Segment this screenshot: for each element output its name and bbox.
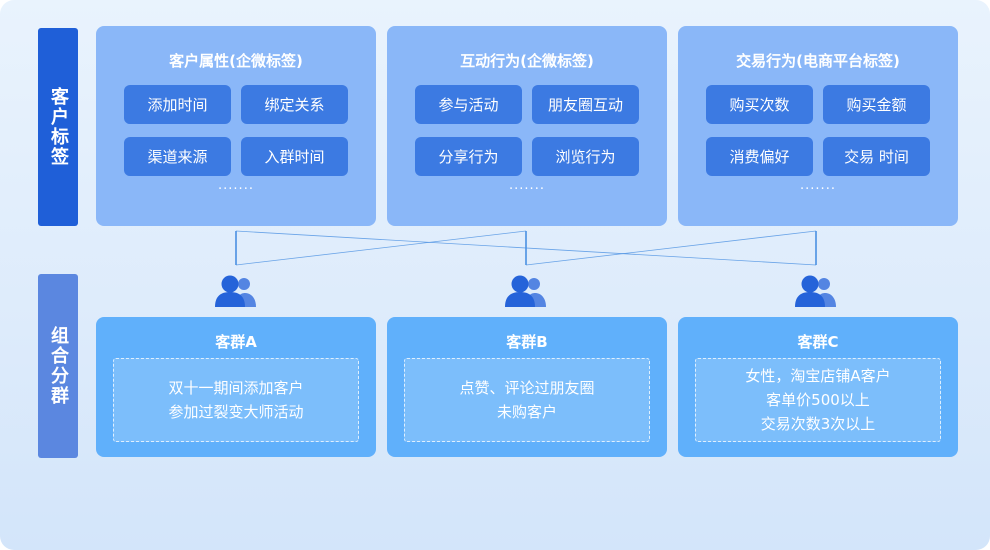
criteria-line: 未购客户 [496, 403, 557, 421]
group-criteria-box: 点赞、评论过朋友圈 未购客户 [404, 358, 650, 442]
tag-card-title: 交易行为(电商平台标签) [736, 52, 900, 70]
tag-chip: 添加时间 [124, 85, 231, 124]
tag-chip: 消费偏好 [706, 137, 813, 176]
tag-chip: 入群时间 [241, 137, 348, 176]
group-card-title: 客群A [215, 333, 257, 351]
tag-chip: 购买次数 [706, 85, 813, 124]
user-group-icon [215, 275, 256, 307]
group-criteria-box: 女性，淘宝店铺A客户 客单价500以上 交易次数3次以上 [695, 358, 941, 442]
tag-chip: 浏览行为 [532, 137, 639, 176]
criteria-line: 点赞、评论过朋友圈 [459, 379, 595, 397]
tag-chip: 渠道来源 [124, 137, 231, 176]
more-ellipsis: ······· [800, 182, 836, 197]
tag-card-interaction: 互动行为(企微标签) 参与活动 朋友圈互动 分享行为 浏览行为 ······· [387, 26, 667, 226]
tag-chip: 交易 时间 [823, 137, 930, 176]
more-ellipsis: ······· [509, 182, 545, 197]
group-card-title: 客群B [506, 333, 548, 351]
user-group-icon [505, 275, 546, 307]
tag-chip: 绑定关系 [241, 85, 348, 124]
criteria-line: 客单价500以上 [766, 391, 870, 409]
criteria-line: 女性，淘宝店铺A客户 [745, 367, 891, 385]
criteria-line: 交易次数3次以上 [760, 415, 876, 433]
group-card-title: 客群C [797, 333, 839, 351]
combined-segmentation-label: 组合分群 [38, 274, 78, 458]
connector-cross [525, 230, 817, 266]
user-group-icon [795, 275, 836, 307]
tag-chip: 朋友圈互动 [532, 85, 639, 124]
tag-card-title: 客户属性(企微标签) [169, 52, 303, 70]
group-card-a: 客群A 双十一期间添加客户 参加过裂变大师活动 [96, 317, 376, 457]
tag-card-attributes: 客户属性(企微标签) 添加时间 绑定关系 渠道来源 入群时间 ······· [96, 26, 376, 226]
group-card-b: 客群B 点赞、评论过朋友圈 未购客户 [387, 317, 667, 457]
group-card-c: 客群C 女性，淘宝店铺A客户 客单价500以上 交易次数3次以上 [678, 317, 958, 457]
group-criteria-box: 双十一期间添加客户 参加过裂变大师活动 [113, 358, 359, 442]
criteria-line: 参加过裂变大师活动 [168, 403, 304, 421]
connector-cross [235, 230, 817, 266]
tag-chip: 购买金额 [823, 85, 930, 124]
more-ellipsis: ······· [218, 182, 254, 197]
tag-card-transaction: 交易行为(电商平台标签) 购买次数 购买金额 消费偏好 交易 时间 ······… [678, 26, 958, 226]
tag-chip: 参与活动 [415, 85, 522, 124]
tag-chip: 分享行为 [415, 137, 522, 176]
connector-cross [235, 230, 527, 266]
tag-card-title: 互动行为(企微标签) [460, 52, 594, 70]
criteria-line: 双十一期间添加客户 [168, 379, 304, 397]
customer-tags-label: 客户标签 [38, 28, 78, 226]
